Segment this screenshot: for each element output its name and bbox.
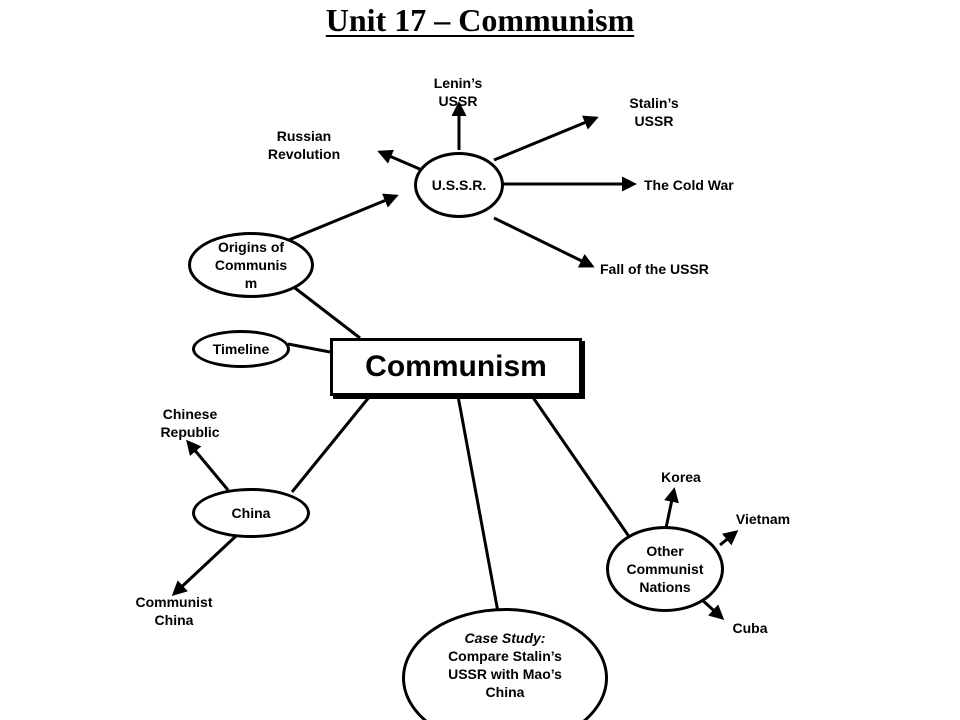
- arrow-china-communist: [171, 534, 238, 597]
- node-ussr-label: U.S.S.R.: [431, 177, 487, 193]
- arrow-ussr-stalin: [493, 115, 599, 162]
- label-russian-revolution: Russian Revolution: [267, 128, 341, 162]
- line-center-other: [530, 395, 632, 539]
- arrow-ussr-revolution: [377, 149, 423, 172]
- label-cold-war: The Cold War: [644, 177, 734, 193]
- label-communist-china: Communist China: [135, 594, 213, 628]
- node-timeline-label: Timeline: [212, 341, 270, 357]
- label-korea: Korea: [661, 469, 701, 485]
- label-stalins-ussr: Stalin’s USSR: [629, 95, 679, 129]
- line-center-casestudy: [456, 395, 500, 613]
- node-china-label: China: [231, 505, 271, 521]
- line-center-timeline: [287, 342, 331, 354]
- page-title: Unit 17 – Communism: [325, 2, 635, 38]
- line-center-origins: [294, 286, 361, 340]
- node-timeline: Timeline: [192, 330, 290, 368]
- node-other-nations: Other Communist Nations: [606, 526, 724, 612]
- case-study-body: Compare Stalin’s USSR with Mao’s China: [448, 648, 562, 700]
- label-fall-of-ussr: Fall of the USSR: [600, 261, 709, 277]
- case-study-heading: Case Study:: [464, 630, 546, 646]
- arrow-other-korea: [664, 487, 679, 529]
- label-lenins-ussr: Lenin’s USSR: [433, 75, 483, 109]
- arrow-origins-ussr: [283, 193, 399, 244]
- arrow-other-vietnam: [719, 530, 739, 547]
- node-ussr: U.S.S.R.: [414, 152, 504, 218]
- arrow-ussr-fall: [493, 216, 595, 268]
- center-node-communism: Communism: [330, 338, 582, 396]
- node-case-study: Case Study: Compare Stalin’s USSR with M…: [402, 608, 608, 720]
- center-node-label: Communism: [365, 350, 547, 383]
- arrow-china-republic: [186, 439, 230, 491]
- label-chinese-republic: Chinese Republic: [160, 406, 220, 440]
- label-cuba: Cuba: [732, 620, 768, 636]
- node-origins-label: Origins of Communis m: [214, 239, 288, 291]
- label-vietnam: Vietnam: [735, 511, 791, 527]
- node-china: China: [192, 488, 310, 538]
- node-case-study-label: Case Study: Compare Stalin’s USSR with M…: [448, 629, 562, 701]
- node-other-nations-label: Other Communist Nations: [626, 543, 704, 595]
- line-center-china: [290, 395, 372, 493]
- node-origins: Origins of Communis m: [188, 232, 314, 298]
